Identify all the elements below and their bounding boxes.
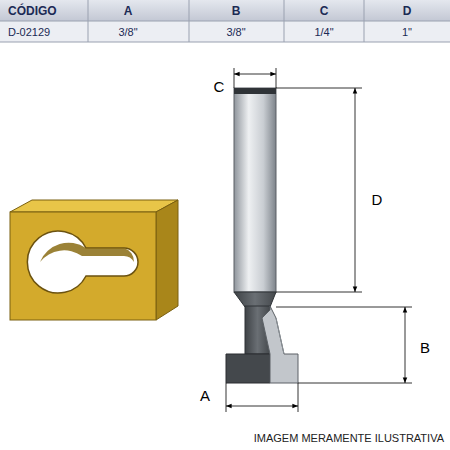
dimension-label: A bbox=[200, 388, 210, 403]
dimension-label: B bbox=[420, 340, 430, 355]
table-cell: 1/4" bbox=[314, 27, 333, 38]
table-cell: 3/8" bbox=[118, 27, 137, 38]
table-header: D bbox=[403, 5, 412, 17]
workpiece-block bbox=[10, 200, 178, 320]
dimension-lines bbox=[226, 68, 412, 412]
table-header: CÓDIGO bbox=[8, 5, 57, 17]
dimension-label: C bbox=[214, 79, 225, 94]
table-cell: D-02129 bbox=[8, 27, 50, 38]
table-header: B bbox=[232, 5, 241, 17]
table-cell: 3/8" bbox=[226, 27, 245, 38]
disclaimer-note: IMAGEM MERAMENTE ILUSTRATIVA bbox=[254, 433, 444, 444]
table-cell: 1" bbox=[402, 27, 412, 38]
table-header: A bbox=[124, 5, 133, 17]
dimension-label: D bbox=[372, 192, 383, 207]
spec-table bbox=[0, 0, 450, 42]
router-bit bbox=[226, 88, 298, 383]
table-header: C bbox=[320, 5, 329, 17]
